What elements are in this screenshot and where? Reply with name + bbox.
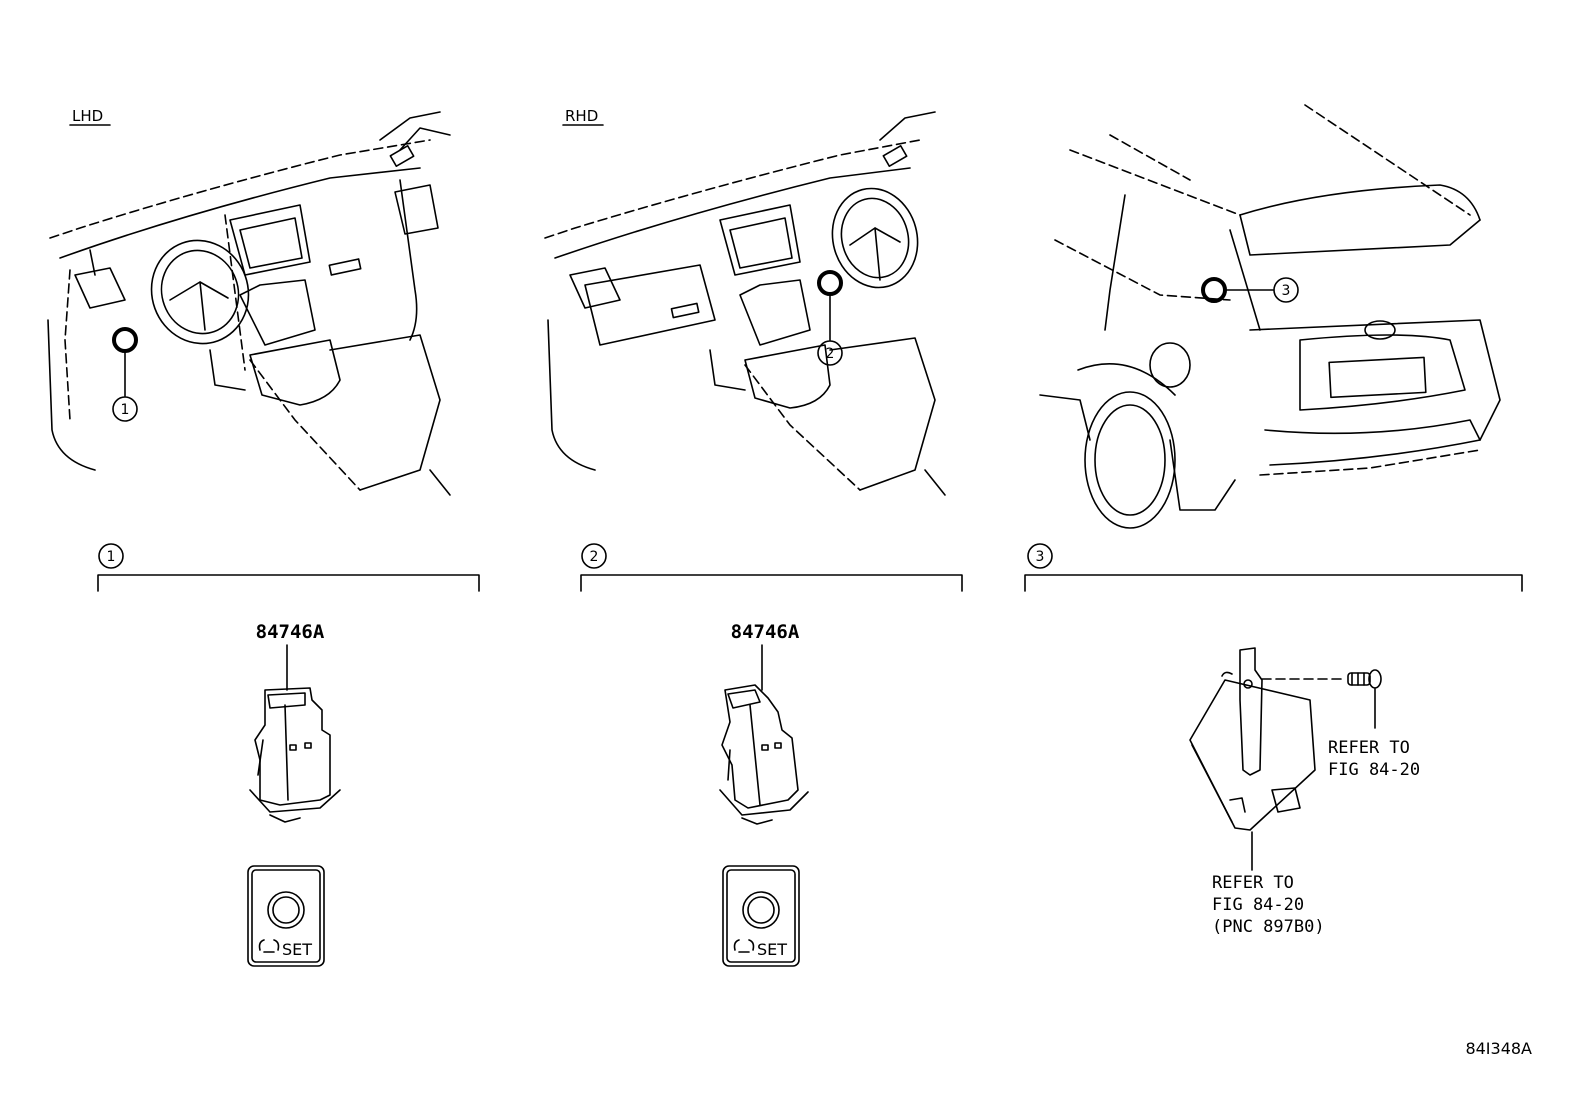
- section-2-switch-text: SET: [757, 940, 787, 959]
- section-1: 1 84746A SET: [97, 543, 480, 967]
- section-2-part-number: 84746A: [731, 621, 800, 643]
- callout-2-circle: [817, 340, 843, 366]
- section-3-bracket-reference: REFER TO FIG 84-20 (PNC 897B0): [1212, 873, 1325, 937]
- section-1-button-icon: [267, 891, 305, 929]
- section-2-bracket: [580, 574, 963, 592]
- section-3-bolt: [1261, 669, 1382, 729]
- section-3-receiver-assembly: [1189, 647, 1316, 831]
- section-2-button-icon: [742, 891, 780, 929]
- bracket-ref-line1: REFER TO: [1212, 873, 1294, 893]
- section-3: 3 REFER TO FIG 84-20 REFER TO FIG 84-: [1024, 543, 1523, 937]
- section-1-switch-face: SET: [247, 865, 325, 967]
- section-3-circle: [1027, 543, 1053, 569]
- callout-3-circle: [1273, 277, 1299, 303]
- section-2-circle: [581, 543, 607, 569]
- lhd-label: LHD: [72, 107, 103, 125]
- section-2-switch-face: SET: [722, 865, 800, 967]
- section-2: 2 84746A SET: [580, 543, 963, 967]
- section-3-bolt-reference: REFER TO FIG 84-20: [1328, 738, 1420, 780]
- section-3-bracket: [1024, 574, 1523, 592]
- callout-2-number: 2: [826, 346, 835, 362]
- rear-vehicle-illustration: 3: [1039, 104, 1501, 529]
- section-3-number: 3: [1036, 549, 1045, 565]
- callout-2-marker: [817, 270, 843, 296]
- bracket-ref-line2: FIG 84-20: [1212, 895, 1304, 915]
- section-1-part-number: 84746A: [256, 621, 325, 643]
- callout-1-number: 1: [121, 402, 130, 418]
- section-2-switch-body: [719, 684, 809, 825]
- bolt-ref-line1: REFER TO: [1328, 738, 1410, 758]
- callout-1-circle: [112, 396, 138, 422]
- section-2-number: 2: [590, 549, 599, 565]
- section-1-circle: [98, 543, 124, 569]
- section-2-tire-pressure-icon: [733, 939, 755, 953]
- section-1-number: 1: [107, 549, 116, 565]
- section-1-bracket: [97, 574, 480, 592]
- callout-1-marker: [112, 327, 138, 353]
- rhd-label: RHD: [565, 107, 598, 125]
- callout-3-marker: [1201, 277, 1227, 303]
- section-1-switch-text: SET: [282, 940, 312, 959]
- section-1-tire-pressure-icon: [258, 939, 280, 953]
- bracket-ref-line3: (PNC 897B0): [1212, 917, 1325, 937]
- diagram-code: 84I348A: [1465, 1039, 1532, 1058]
- lhd-interior-illustration: LHD 1: [47, 107, 451, 496]
- callout-3-number: 3: [1282, 283, 1291, 299]
- bolt-ref-line2: FIG 84-20: [1328, 760, 1420, 780]
- section-1-switch-body: [249, 687, 341, 823]
- rhd-interior-illustration: RHD 2: [544, 107, 946, 496]
